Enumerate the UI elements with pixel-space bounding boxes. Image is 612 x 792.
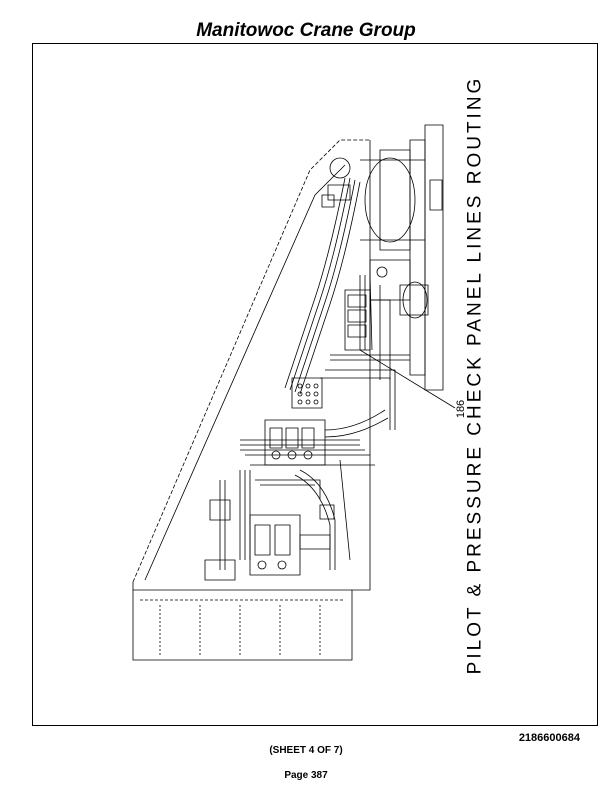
drawing-title-text: PILOT & PRESSURE CHECK PANEL LINES ROUTI… bbox=[464, 75, 485, 675]
page-number: Page 387 bbox=[284, 770, 328, 781]
drawing-title: PILOT & PRESSURE CHECK PANEL LINES ROUTI… bbox=[455, 76, 495, 675]
callout-label: 186 bbox=[454, 398, 468, 420]
drawing-frame bbox=[32, 43, 598, 726]
callout-number: 186 bbox=[455, 399, 468, 419]
callout-leader bbox=[360, 350, 455, 408]
document-number: 2186600684 bbox=[518, 732, 580, 744]
sheet-indicator: (SHEET 4 OF 7) bbox=[269, 745, 343, 756]
page-header-title: Manitowoc Crane Group bbox=[196, 20, 416, 41]
housing-outline bbox=[133, 140, 370, 660]
